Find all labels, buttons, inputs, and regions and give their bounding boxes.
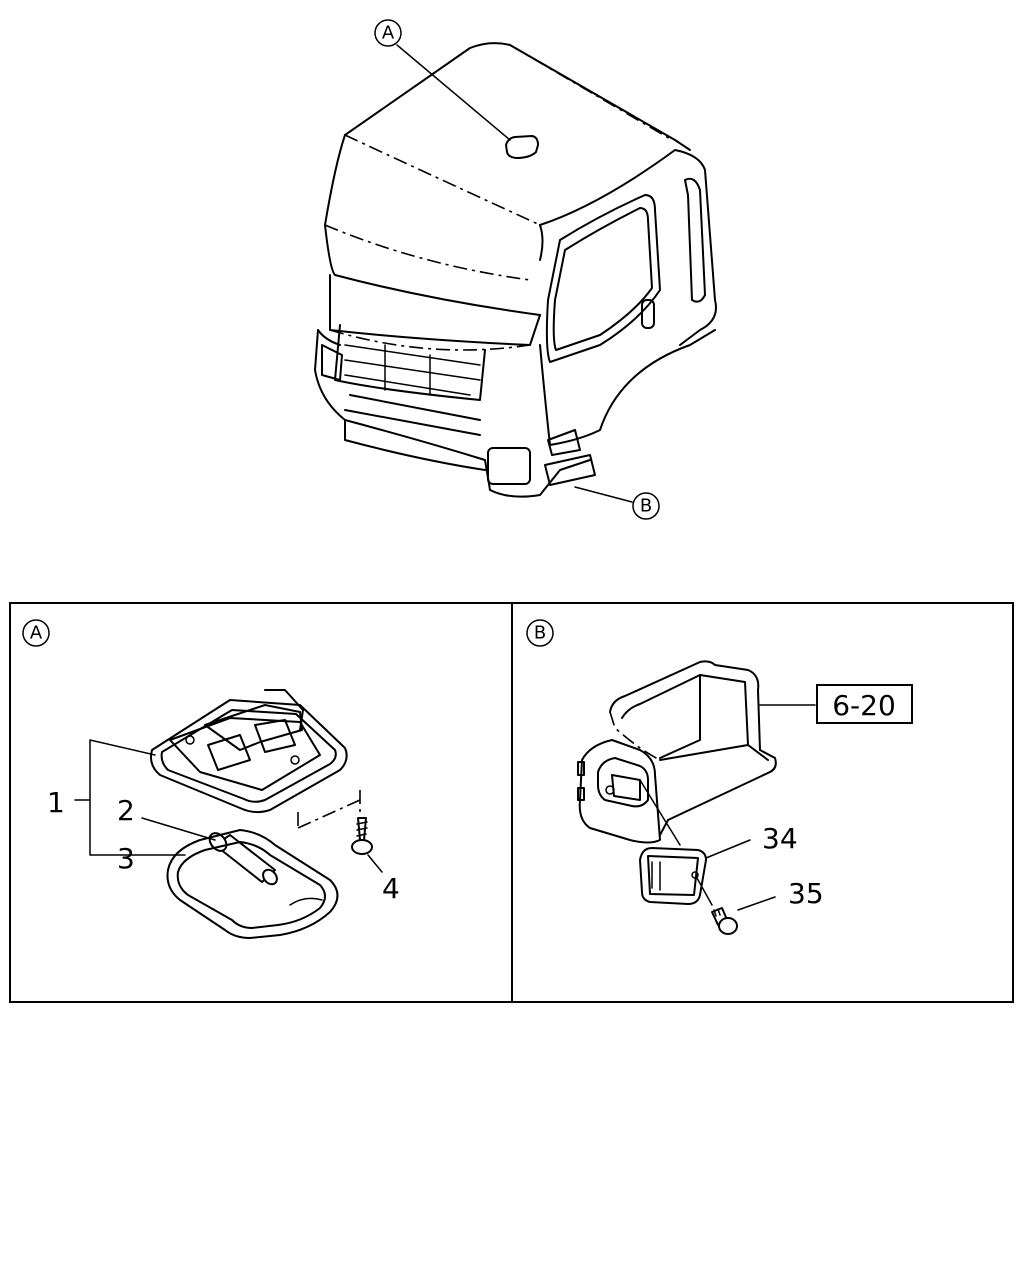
- part-number-1: 1: [47, 786, 65, 819]
- overview-callout-a-circle: [374, 19, 402, 47]
- screw-guide-dashed: [297, 790, 361, 830]
- lamp-bulb-drawing: [208, 832, 278, 886]
- panel-b-callout-label: B: [534, 623, 546, 644]
- reference-label: 6-20: [832, 689, 896, 722]
- step-bracket-drawing: [577, 660, 777, 844]
- screw-alignment-line: [696, 877, 713, 906]
- part-number-4: 4: [382, 872, 400, 905]
- part-number-2: 2: [117, 794, 135, 827]
- overview-callout-a-label: A: [382, 23, 395, 44]
- leader-part-4: [367, 854, 383, 873]
- overview-callout-b-circle: [632, 492, 660, 520]
- side-marker-lamp-drawing: [639, 847, 707, 905]
- lamp-screw-b-drawing: [711, 907, 738, 935]
- lamp-lens-drawing: [166, 829, 339, 939]
- part-number-3: 3: [117, 842, 135, 875]
- panel-b-callout-circle: [526, 619, 554, 647]
- panel-a-callout-label: A: [30, 623, 43, 644]
- part-number-35: 35: [788, 877, 824, 910]
- leader-part-2: [141, 817, 216, 841]
- truck-cab-drawing: [314, 42, 717, 503]
- lamp-screw-drawing: [351, 817, 373, 855]
- reference-box: [816, 684, 913, 724]
- lamp-alignment-line: [639, 779, 681, 846]
- leader-part-35: [737, 896, 776, 911]
- overview-callout-b-label: B: [640, 496, 652, 517]
- roof-lamp-housing-drawing: [150, 689, 348, 814]
- leader-part-34: [705, 839, 751, 859]
- part-number-34: 34: [762, 822, 798, 855]
- bracket-leader-part-1: [74, 739, 186, 856]
- panel-a-callout-circle: [22, 619, 50, 647]
